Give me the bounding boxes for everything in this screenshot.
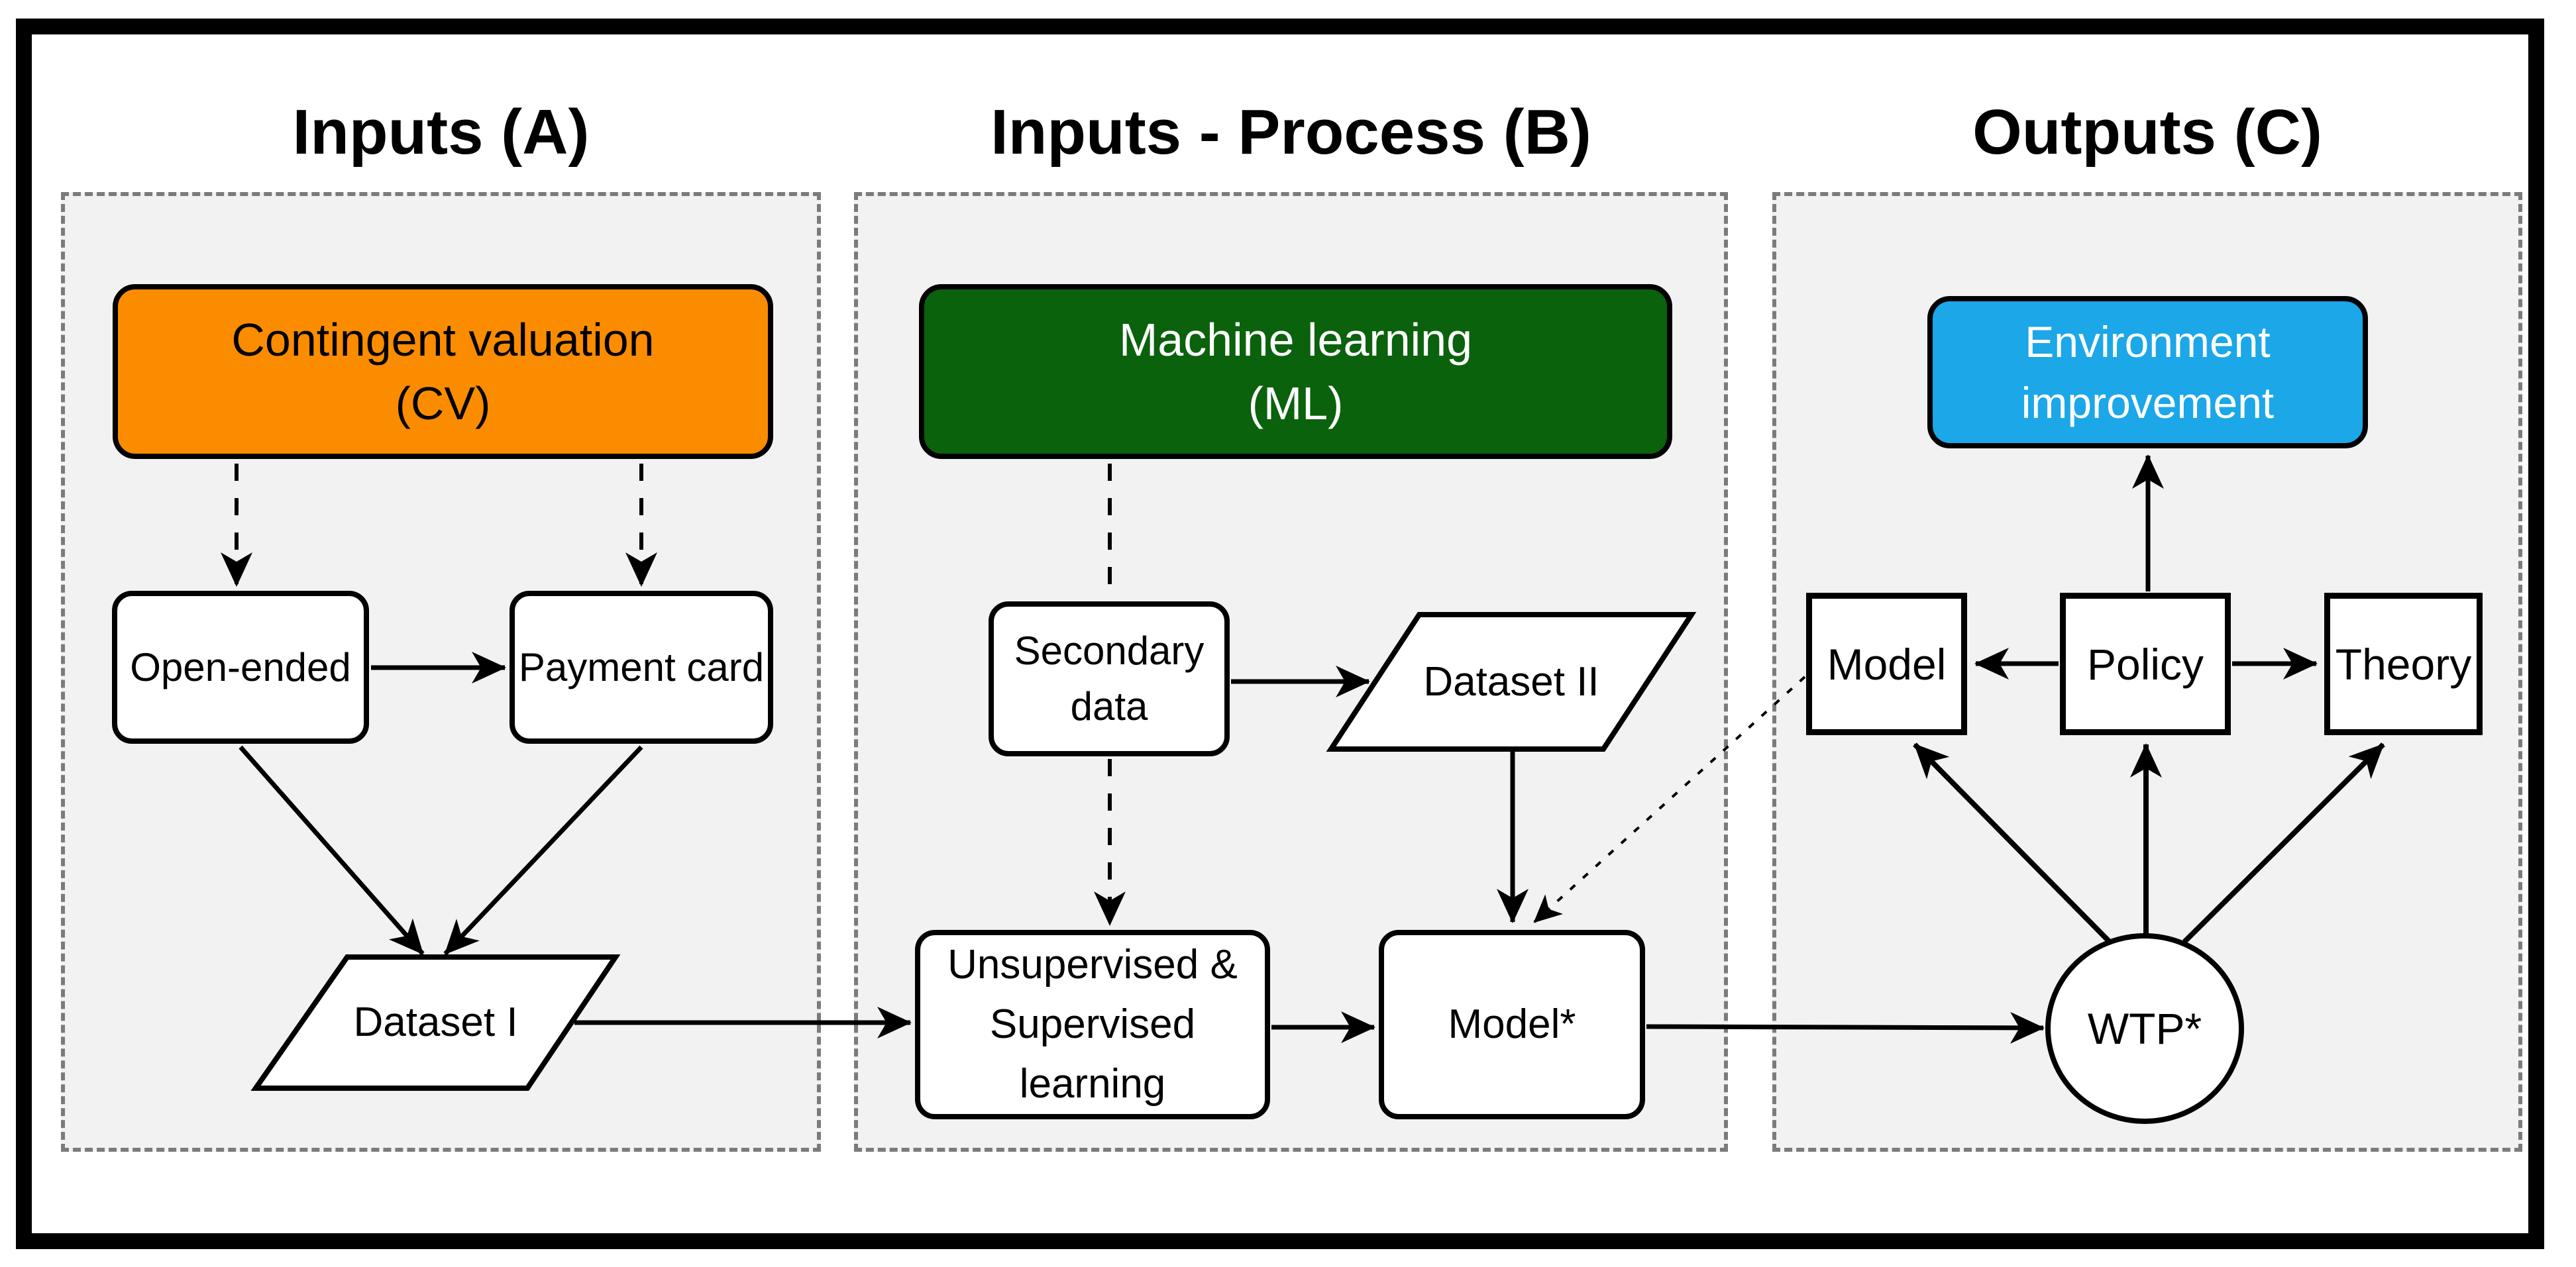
model-star-label: Model* <box>1448 1001 1576 1047</box>
model-label: Model <box>1827 639 1947 689</box>
arrow-wtp-to-theory <box>2182 742 2385 944</box>
policy-label: Policy <box>2086 639 2204 689</box>
ml-label-line2: (ML) <box>1248 378 1344 429</box>
dataset2-label: Dataset II <box>1423 658 1599 705</box>
open-ended-label: Open-ended <box>130 644 351 689</box>
payment-card-box: Payment card <box>510 591 773 744</box>
panel-c-title: Outputs (C) <box>1972 97 2322 168</box>
panel-a-title: Inputs (A) <box>292 97 590 168</box>
cv-label-line1: Contingent valuation <box>231 314 655 366</box>
policy-box: Policy <box>2060 593 2231 735</box>
arrow-payment-card-to-dataset1 <box>443 745 643 956</box>
open-ended-box: Open-ended <box>112 591 369 744</box>
panel-b-title: Inputs - Process (B) <box>991 97 1591 168</box>
arrow-open-ended-to-dataset1 <box>239 745 425 956</box>
arrow-wtp-to-model <box>1913 742 2112 944</box>
wtp-ellipse <box>2045 933 2244 1124</box>
dataset1-label: Dataset I <box>353 999 518 1045</box>
env-label-line2: improvement <box>2021 378 2275 427</box>
secondary-data-label-line1: Secondary <box>1014 629 1205 673</box>
contingent-valuation-box: Contingent valuation (CV) <box>113 284 773 459</box>
machine-learning-box: Machine learning (ML) <box>919 284 1672 459</box>
learning-label-line1: Unsupervised & <box>947 942 1238 988</box>
secondary-data-label-line2: data <box>1070 684 1148 729</box>
model-box: Model <box>1806 593 1967 735</box>
learning-label-line2: Supervised <box>989 1001 1196 1047</box>
env-label-line1: Environment <box>2025 317 2271 366</box>
wtp-label: WTP* <box>2087 1004 2202 1053</box>
environment-improvement-box: Environment improvement <box>1927 296 2368 448</box>
dataset2-parallelogram <box>1326 612 1697 752</box>
unsupervised-supervised-learning-box: Unsupervised & Supervised learning <box>915 930 1270 1119</box>
ml-label-line1: Machine learning <box>1118 314 1473 366</box>
theory-label: Theory <box>2335 639 2472 689</box>
theory-box: Theory <box>2324 593 2483 735</box>
payment-card-label: Payment card <box>518 644 765 689</box>
learning-label-line3: learning <box>1019 1061 1166 1107</box>
arrow-model-star-to-wtp <box>1646 1011 2045 1044</box>
cv-label-line2: (CV) <box>395 378 491 429</box>
secondary-data-box: Secondary data <box>989 601 1230 756</box>
dataset1-parallelogram <box>250 954 621 1091</box>
model-star-box: Model* <box>1379 930 1645 1119</box>
